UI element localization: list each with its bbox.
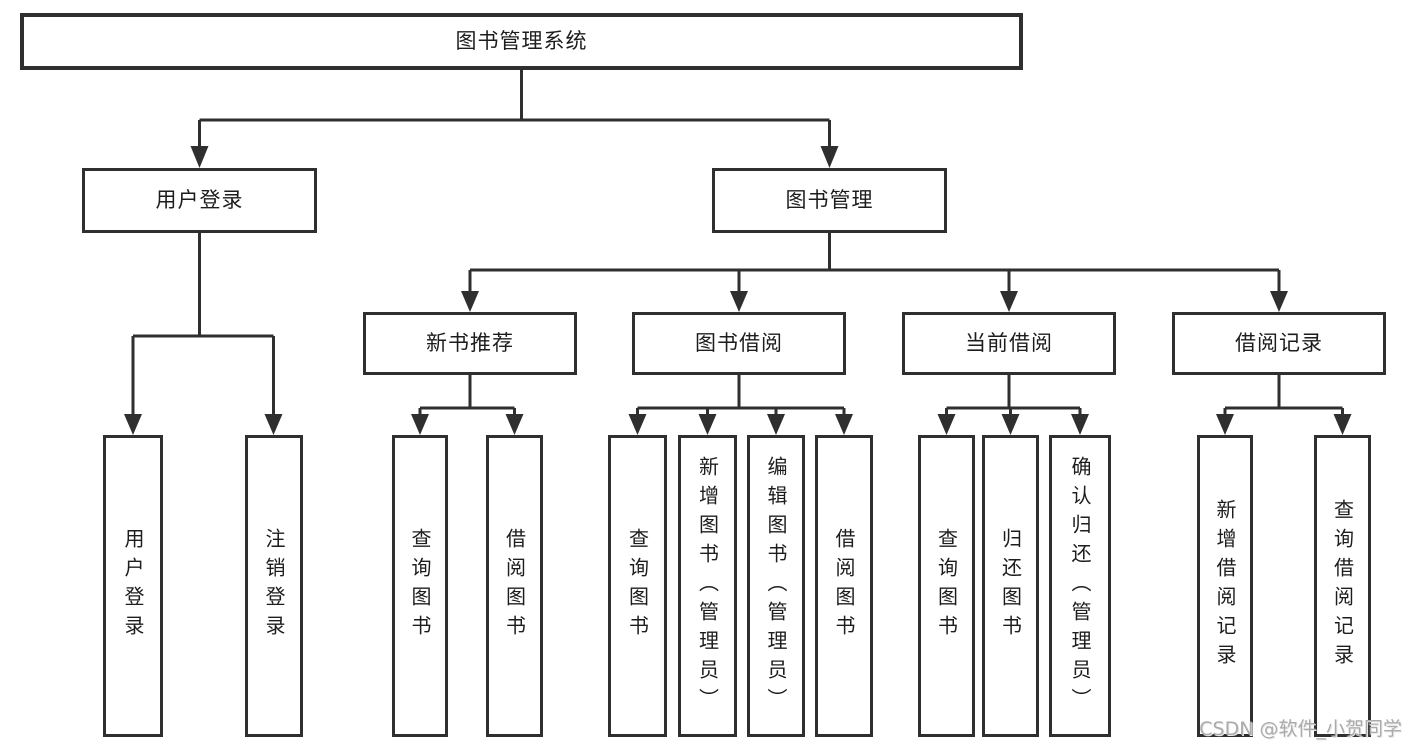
- leaf-query-books-borrowing: 查询图书: [608, 435, 667, 737]
- arrowhead: [1001, 414, 1020, 435]
- arrowhead: [628, 414, 647, 435]
- leaf-confirm-return-admin-label: 确认归还（管理员）: [1068, 455, 1092, 717]
- node-book-borrowing: 图书借阅: [632, 312, 846, 375]
- leaf-borrow-books-label: 借阅图书: [832, 528, 856, 644]
- arrowhead: [937, 414, 956, 435]
- leaf-user-login-label: 用户登录: [121, 528, 145, 644]
- node-root-library-system: 图书管理系统: [20, 13, 1023, 70]
- arrowhead: [767, 414, 785, 435]
- leaf-confirm-return-admin: 确认归还（管理员）: [1049, 435, 1111, 737]
- leaf-borrow-books-recommend: 借阅图书: [486, 435, 543, 737]
- node-book-borrowing-label: 图书借阅: [695, 331, 783, 355]
- leaf-edit-books-admin-label: 编辑图书（管理员）: [764, 455, 788, 717]
- node-user-login-label: 用户登录: [155, 188, 244, 212]
- arrowhead: [1270, 291, 1288, 312]
- arrowhead: [190, 146, 209, 168]
- node-book-management: 图书管理: [712, 168, 947, 233]
- node-borrowing-records-label: 借阅记录: [1235, 331, 1323, 355]
- leaf-return-books: 归还图书: [982, 435, 1039, 737]
- leaf-logout: 注销登录: [245, 435, 303, 737]
- arrowhead: [1000, 291, 1018, 312]
- arrowhead: [698, 414, 717, 435]
- node-current-borrowing: 当前借阅: [902, 312, 1116, 375]
- node-user-login: 用户登录: [82, 168, 317, 233]
- leaf-edit-books-admin: 编辑图书（管理员）: [747, 435, 805, 737]
- leaf-query-books-borrowing-label: 查询图书: [625, 528, 650, 644]
- arrowhead: [1216, 414, 1234, 435]
- leaf-add-books-admin: 新增图书（管理员）: [678, 435, 737, 737]
- arrowhead: [264, 414, 283, 435]
- leaf-return-books-label: 归还图书: [998, 528, 1023, 644]
- arrowhead: [411, 414, 429, 435]
- leaf-borrow-books: 借阅图书: [815, 435, 873, 737]
- node-book-management-label: 图书管理: [785, 188, 874, 212]
- node-borrowing-records: 借阅记录: [1172, 312, 1386, 375]
- node-new-book-recommend: 新书推荐: [363, 312, 577, 375]
- leaf-user-login: 用户登录: [103, 435, 163, 737]
- arrowhead: [820, 146, 839, 168]
- arrowhead: [835, 414, 853, 435]
- node-current-borrowing-label: 当前借阅: [965, 331, 1053, 355]
- leaf-query-books-current-label: 查询图书: [934, 528, 959, 644]
- leaf-query-books-recommend-label: 查询图书: [408, 528, 432, 644]
- arrowhead: [730, 291, 748, 312]
- leaf-add-borrow-record: 新增借阅记录: [1197, 435, 1253, 737]
- node-new-book-recommend-label: 新书推荐: [426, 331, 514, 355]
- leaf-add-books-admin-label: 新增图书（管理员）: [695, 455, 720, 717]
- arrowhead: [505, 414, 524, 435]
- csdn-watermark: CSDN @软件_小贺同学: [1199, 718, 1402, 740]
- leaf-add-borrow-record-label: 新增借阅记录: [1213, 499, 1237, 673]
- arrowhead: [1071, 414, 1089, 435]
- leaf-query-books-current: 查询图书: [918, 435, 975, 737]
- leaf-logout-label: 注销登录: [262, 528, 286, 644]
- leaf-borrow-books-recommend-label: 借阅图书: [502, 528, 527, 644]
- arrowhead: [124, 414, 142, 435]
- node-root-label: 图书管理系统: [455, 29, 588, 53]
- leaf-query-borrow-record: 查询借阅记录: [1314, 435, 1371, 737]
- leaf-query-books-recommend: 查询图书: [392, 435, 448, 737]
- leaf-query-borrow-record-label: 查询借阅记录: [1330, 499, 1355, 673]
- arrowhead: [1333, 414, 1352, 435]
- arrowhead: [461, 291, 479, 312]
